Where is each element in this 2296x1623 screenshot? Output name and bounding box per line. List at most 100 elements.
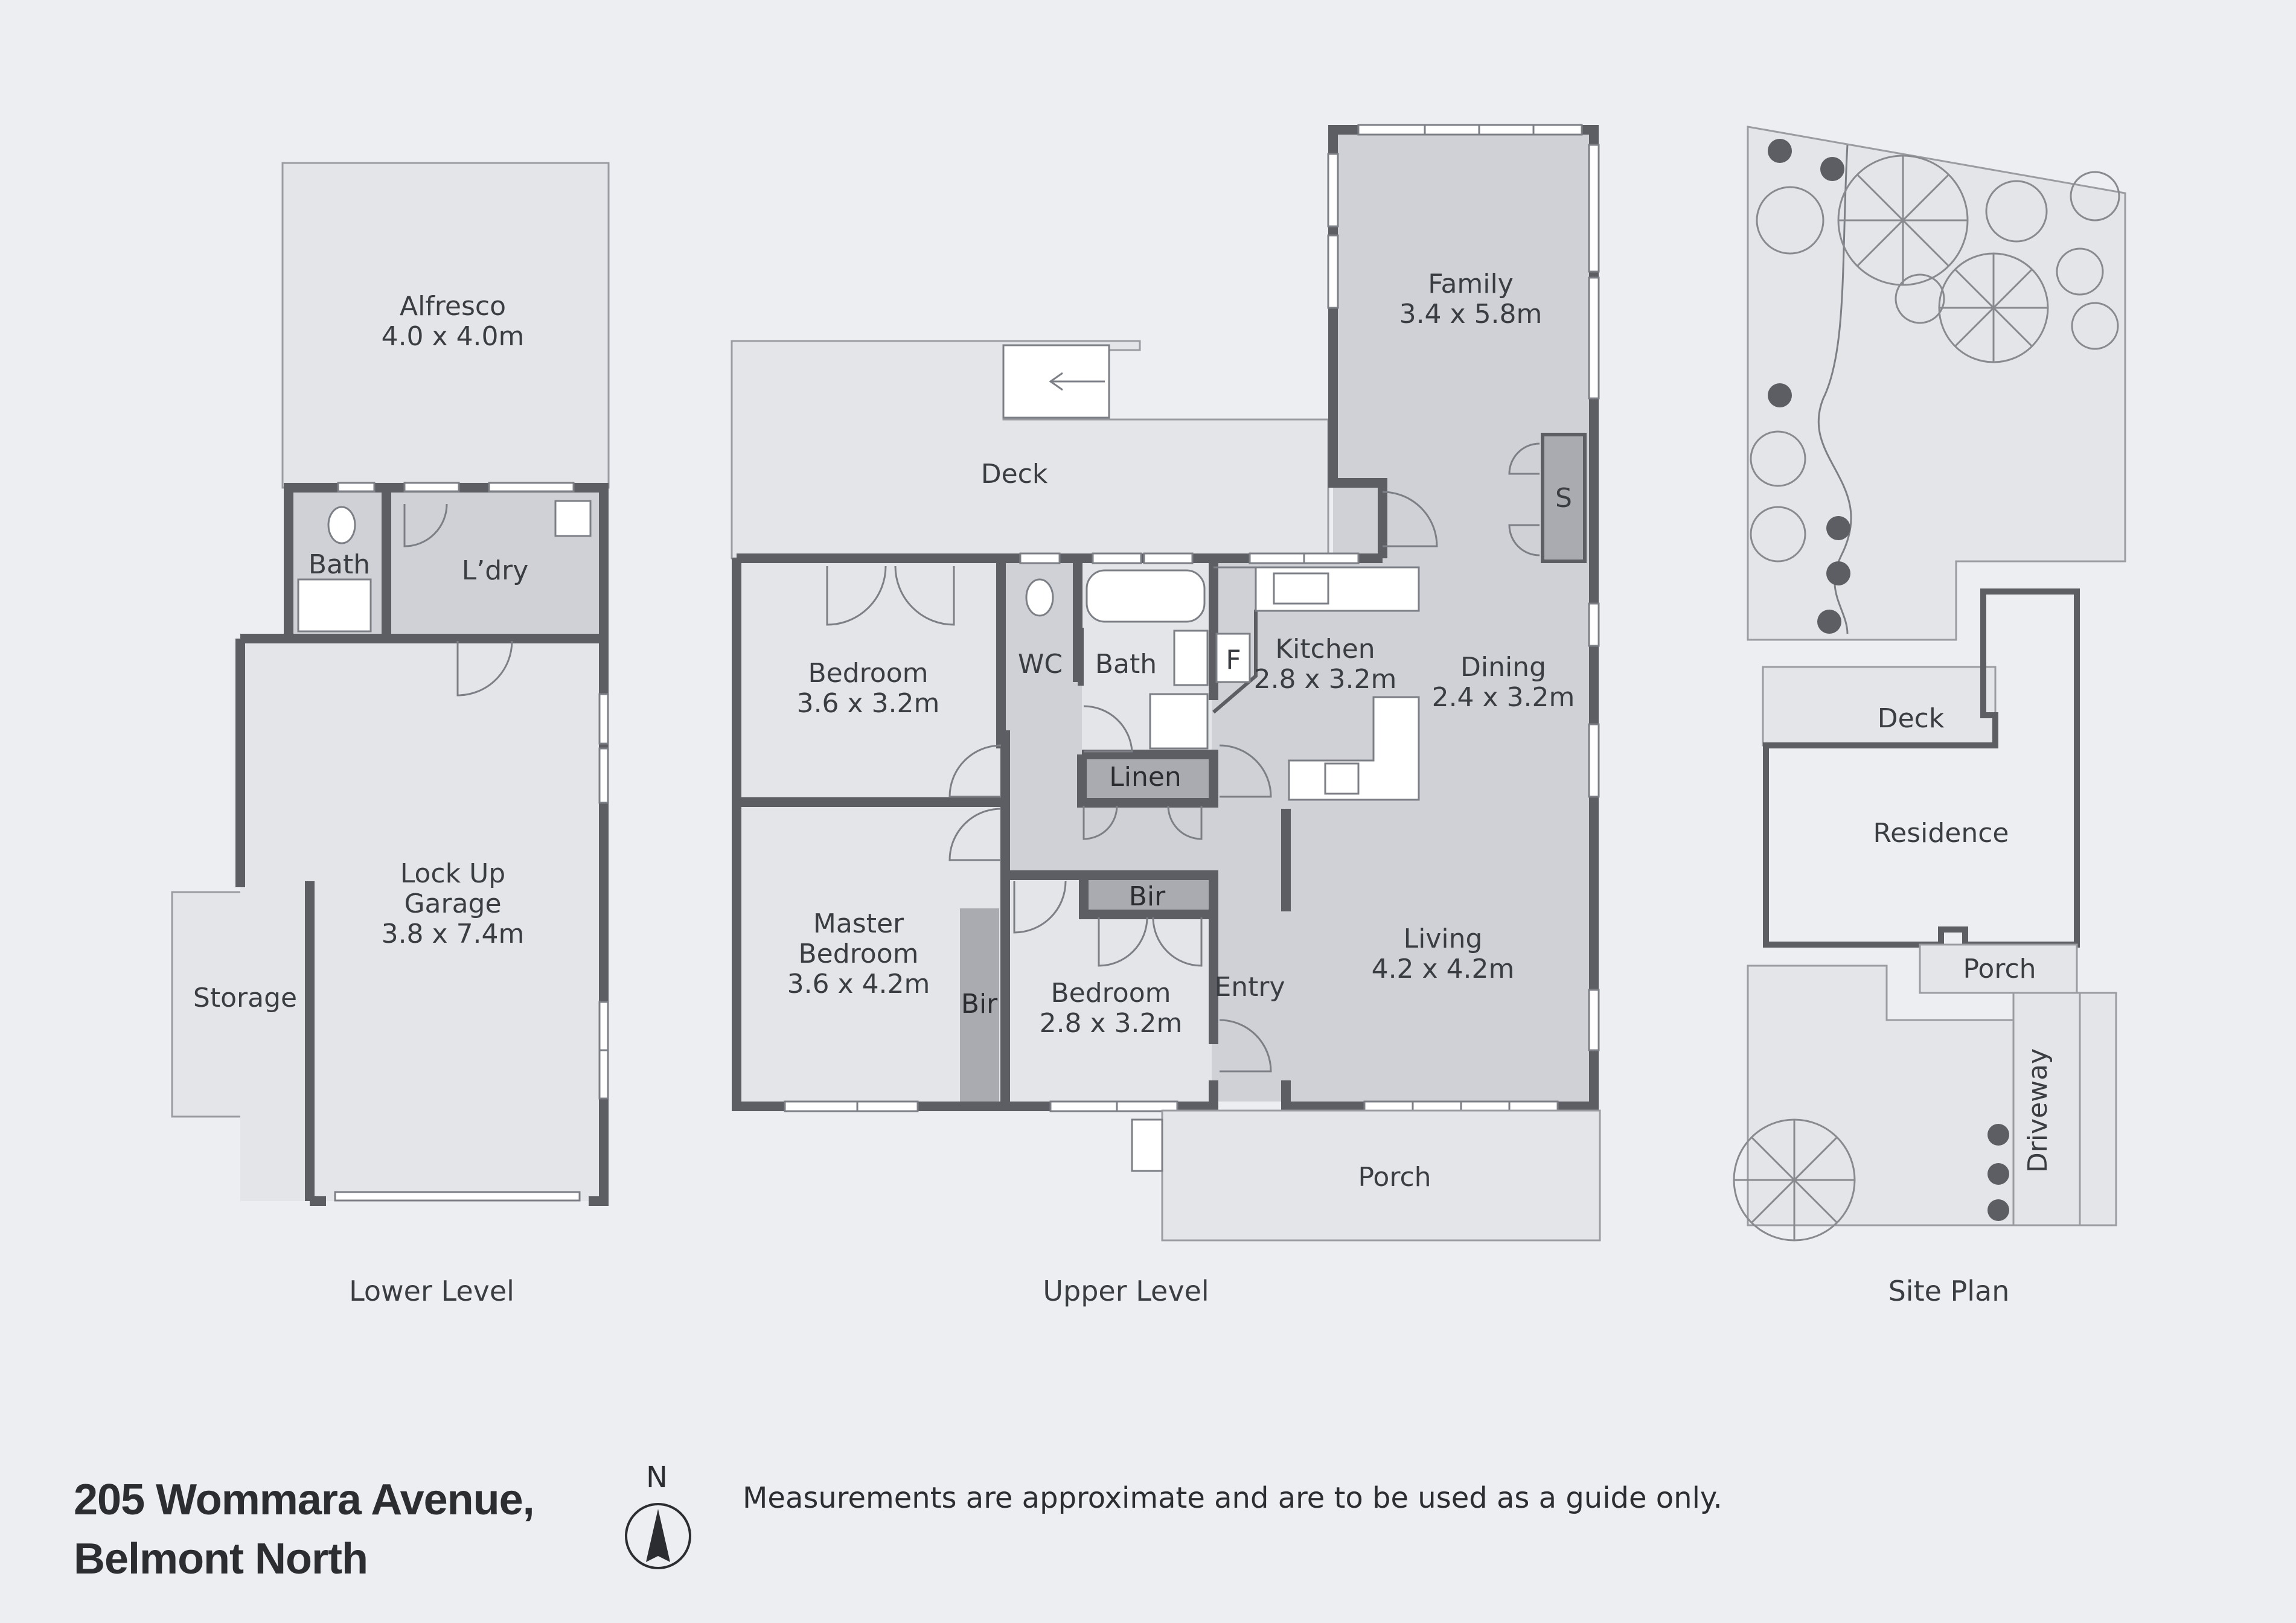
master-line1: Master (813, 908, 904, 939)
window (1588, 989, 1600, 1051)
window (1357, 124, 1426, 136)
upper-level-plan (731, 124, 1601, 1242)
master-area (737, 805, 1001, 1102)
living-name: Living (1404, 923, 1483, 954)
tub-icon (554, 500, 592, 537)
kitchen-island (1288, 696, 1420, 801)
family-size: 3.4 x 5.8m (1399, 299, 1543, 330)
bath-lower-label: Bath (309, 549, 370, 580)
door-swing (894, 566, 955, 626)
residence-walls (1763, 588, 2080, 948)
bathtub-icon (1086, 569, 1206, 623)
address-line1: 205 Wommara Avenue, (74, 1476, 535, 1524)
window (403, 482, 460, 493)
window (598, 1001, 609, 1051)
door-swing (1219, 744, 1272, 798)
dining-name: Dining (1460, 652, 1546, 683)
door-swing (1219, 1019, 1272, 1073)
door-swing (1152, 917, 1203, 967)
living-size: 4.2 x 4.2m (1372, 954, 1515, 984)
deck-label: Deck (981, 459, 1048, 489)
shower-icon (1149, 693, 1209, 750)
store-wall (1541, 433, 1587, 563)
tree-icon (1837, 155, 1969, 286)
door-swing (1508, 524, 1540, 556)
door-swing (1167, 805, 1203, 840)
window (1327, 153, 1339, 228)
disclaimer: Measurements are approximate and are to … (743, 1481, 1722, 1515)
garage-door (334, 1191, 581, 1202)
family-name: Family (1428, 269, 1514, 299)
storage-label: Storage (193, 983, 297, 1013)
master-size: 3.6 x 4.2m (787, 969, 930, 1000)
store-area (1543, 435, 1585, 561)
porch-area (1161, 1109, 1601, 1242)
bedroom2-name: Bedroom (1050, 978, 1171, 1009)
site-plan (1733, 126, 2126, 1242)
site-deck-area (1762, 666, 1997, 747)
window (1327, 234, 1339, 309)
kitchen-wall (1078, 610, 1258, 714)
shower-icon (297, 578, 372, 633)
window (598, 747, 609, 804)
door-swing (948, 744, 1002, 798)
bir2-label: Bir (1129, 881, 1166, 912)
residence-label: Residence (1873, 818, 2009, 849)
sink-icon (1273, 572, 1329, 605)
window (1143, 552, 1194, 564)
porch-steps (1131, 1118, 1163, 1172)
bedroom2-size: 2.8 x 3.2m (1040, 1008, 1183, 1039)
kitchen-dining-area (1214, 561, 1594, 1102)
compass-label: N (646, 1461, 668, 1494)
tree-icon (1938, 252, 2049, 363)
master-line2: Bedroom (798, 939, 918, 969)
window (1019, 552, 1061, 564)
kitchen-name: Kitchen (1275, 634, 1375, 665)
door-swing (456, 640, 513, 697)
master-bir-area (960, 908, 999, 1102)
window (1588, 276, 1600, 400)
address-line2: Belmont North (74, 1535, 368, 1583)
window (1116, 1100, 1178, 1112)
driveway-label: Driveway (2023, 1048, 2053, 1173)
bedroom1-area (737, 563, 1001, 800)
store-label: S (1555, 483, 1572, 514)
vanity-icon (1173, 630, 1209, 686)
toilet-icon (327, 506, 356, 544)
door-swing (948, 808, 1002, 861)
door-swing (1098, 917, 1148, 967)
caption-upper: Upper Level (1043, 1275, 1209, 1307)
window (598, 693, 609, 745)
north-arrow-icon (625, 1503, 691, 1569)
garage-area (240, 639, 599, 1201)
bir2-area (1084, 878, 1210, 914)
site-porch-area (1919, 943, 2078, 994)
alfresco-name: Alfresco (400, 291, 506, 322)
flower-icon (1768, 139, 2009, 1221)
window (1588, 144, 1600, 273)
alfresco-size: 4.0 x 4.0m (382, 321, 525, 352)
caption-lower: Lower Level (349, 1275, 514, 1307)
window (1478, 124, 1535, 136)
door-swing (1382, 491, 1438, 547)
door-swing (1013, 881, 1067, 934)
window (1249, 552, 1305, 564)
window (784, 1100, 859, 1112)
window (1424, 124, 1480, 136)
bedroom1-size: 3.6 x 3.2m (797, 688, 940, 719)
toilet-icon (1025, 578, 1054, 617)
window (598, 1049, 609, 1100)
porch-label: Porch (1358, 1162, 1431, 1193)
site-porch-label: Porch (1963, 954, 2036, 984)
window (337, 482, 376, 493)
window (1588, 602, 1600, 647)
caption-site: Site Plan (1888, 1275, 2010, 1307)
master-bir-label: Bir (961, 989, 998, 1019)
door-swing (403, 503, 448, 547)
door-swing (1082, 805, 1118, 840)
entry-label: Entry (1214, 972, 1285, 1003)
window (1092, 552, 1142, 564)
window (1303, 552, 1360, 564)
fridge-label: F (1226, 645, 1241, 675)
